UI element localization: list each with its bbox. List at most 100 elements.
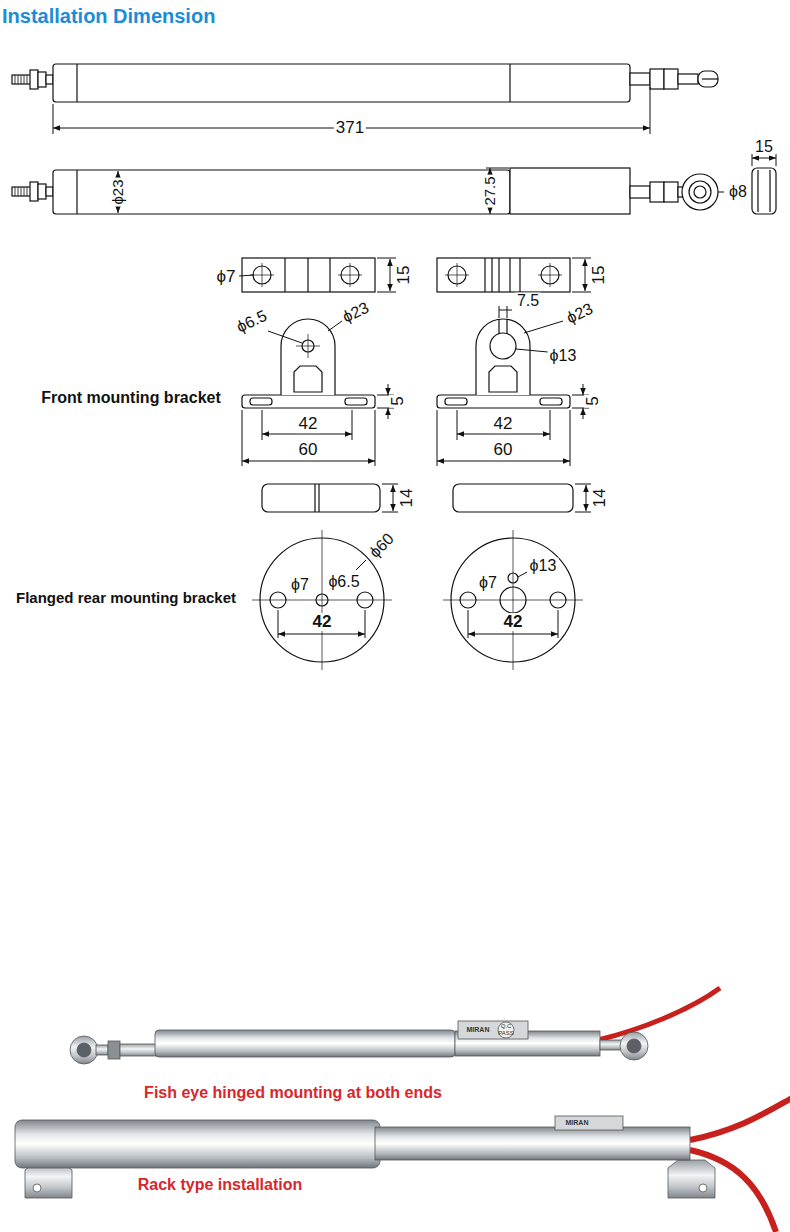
sensor-side-view [694,186,706,198]
dimension-lines [382,484,398,485]
sensor-top-view [76,64,77,102]
brand-text: MIRAN [566,1119,589,1126]
front-bracket-top-view [242,258,375,292]
front-bracket-front-view [540,398,562,405]
dimension-lines [242,410,243,466]
sensor-side-view [12,187,32,196]
front-bracket-front-view [490,333,516,359]
sensor-side-view [630,186,650,198]
dimension-lines [776,154,777,166]
sensor-top-view [678,74,698,84]
sensor-side-view [46,187,53,196]
dimension-text: 15 [395,264,413,287]
dimension-lines [550,410,551,440]
dimension-lines [356,560,366,570]
dimension-text: 15 [590,264,608,287]
dimension-lines [650,87,651,134]
dimension-text: 14 [591,487,609,510]
front-bracket-top-view [484,258,485,292]
product-photo [555,1116,623,1130]
dimension-text: 5 [584,394,602,407]
product-photo [120,1044,156,1056]
dimension-lines [457,434,550,435]
product-photo [627,1039,641,1053]
front-bracket-front-view [296,334,320,358]
front-bracket-front-view [250,398,272,405]
sensor-top-view [46,75,53,84]
front-bracket-front-view [445,398,467,405]
dimension-lines [752,158,776,159]
dimension-lines [583,408,584,419]
dimension-lines [752,154,753,166]
dimension-lines [375,410,376,466]
dimension-lines [524,321,563,333]
dimension-lines [53,104,54,134]
sensor-side-view [769,170,770,212]
dimension-lines [268,331,302,343]
dimension-text: ϕ13 [548,348,579,365]
front-bracket-front-view [242,395,375,408]
dimension-lines [457,410,458,440]
sensor-side-view [664,182,678,202]
dimension-lines [437,306,589,466]
flange-bracket-side-view [262,484,380,512]
sensor-top-view [53,64,630,102]
dimension-lines [499,306,500,318]
dimension-lines [575,512,591,513]
dimension-text: 27.5 [482,174,498,207]
dimension-lines [437,461,570,462]
dimension-lines [572,292,591,293]
dimension-text: 60 [492,441,515,459]
sensor-side-view [38,184,46,199]
dimension-lines [118,154,776,214]
front-bracket-front-view [281,319,335,395]
dimension-lines [278,634,365,635]
front-bracket-front-view [294,366,322,392]
front-bracket-front-view [345,398,367,405]
dimension-text: 42 [311,613,334,631]
dimension-text: ϕ6.5 [326,574,361,591]
dimension-lines [572,258,591,292]
stamp-text: Q.C [501,1023,512,1029]
dimension-text: ϕ23 [563,300,598,328]
product-photo [15,1120,380,1168]
product-photo [699,1184,707,1192]
dimension-text: ϕ7 [289,577,311,594]
brand-text: MIRAN [467,1026,490,1033]
front-bracket-front-view [489,366,517,392]
dimension-text: 371 [334,119,366,137]
dimension-text: 5 [389,394,407,407]
dimension-lines [262,410,263,440]
dimension-text: ϕ8 [727,184,749,201]
front-bracket-top-view [437,258,570,292]
front-bracket-front-view [242,319,375,408]
dimension-text: ϕ60 [365,529,399,563]
product-photo [498,1022,514,1038]
dimension-text: ϕ6.5 [232,307,271,337]
sensor-side-view [12,168,776,214]
product-photo [690,1098,790,1140]
dimension-lines [518,572,527,577]
dimension-text: ϕ13 [528,558,559,575]
dimension-text: ϕ7 [477,575,499,592]
sensor-side-view [15,187,27,196]
dimension-lines [278,560,558,638]
dimension-lines [377,258,396,259]
dimension-lines [585,259,586,291]
flange-bracket-face-view [443,530,583,670]
sensor-top-view [38,72,46,87]
sensor-top-view [702,78,718,79]
product-photo [70,1036,98,1064]
dimension-text: ϕ7 [215,268,238,286]
sensor-side-view [53,170,510,214]
front-bracket-top-view [242,258,375,292]
front-bracket-front-view [499,319,507,334]
sensor-side-view [689,181,711,203]
dimension-lines [242,321,394,466]
sensor-top-view [650,69,664,89]
front-bracket-top-view [445,263,562,287]
part-name: Flanged rear mounting bracket [16,590,236,606]
sensor-top-view [15,75,27,84]
dimension-lines [586,485,587,511]
